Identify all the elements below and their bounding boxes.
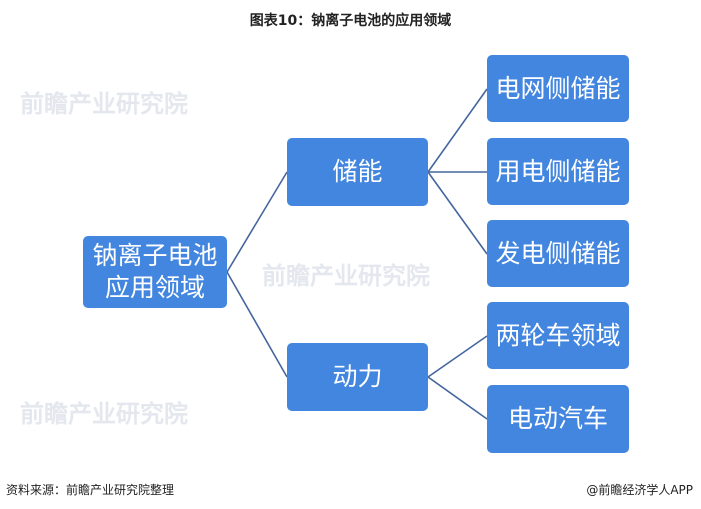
connector-root-power [226, 271, 288, 378]
node-grid-storage: 电网侧储能 [487, 55, 629, 122]
node-electric-vehicle: 电动汽车 [487, 385, 629, 453]
watermark: 前瞻产业研究院 [20, 400, 188, 428]
node-two-wheeler: 两轮车领域 [487, 302, 629, 369]
root-line-1: 钠离子电池 [92, 241, 218, 270]
connector-power-ev [427, 376, 488, 420]
figure-title: 图表10：钠离子电池的应用领域 [249, 13, 452, 29]
watermark: 前瞻产业研究院 [20, 90, 188, 118]
credit-note: @前瞻经济学人APP [586, 483, 693, 497]
connector-root-storage [226, 171, 288, 273]
source-note: 资料来源：前瞻产业研究院整理 [6, 483, 175, 497]
root-line-2: 应用领域 [104, 273, 205, 302]
connector-storage-generation [427, 171, 488, 255]
node-generation-storage: 发电侧储能 [487, 220, 629, 287]
watermark: 前瞻产业研究院 [262, 262, 430, 290]
connector-storage-grid [427, 88, 488, 173]
connector-power-twowheel [427, 335, 488, 378]
node-power: 动力 [287, 343, 428, 411]
node-storage: 储能 [287, 138, 428, 206]
root-node: 钠离子电池应用领域 [83, 236, 227, 308]
node-user-storage: 用电侧储能 [487, 138, 629, 205]
